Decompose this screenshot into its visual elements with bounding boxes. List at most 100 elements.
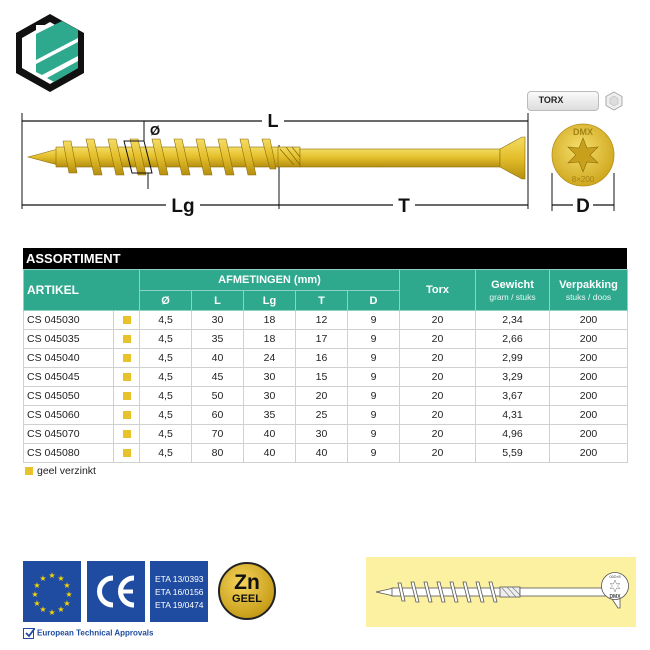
cell-verpakking: 200 [549, 405, 628, 425]
table-row: CS 045035 4,5 35 18 17 9 20 2,66 200 [23, 329, 628, 349]
cell-T: 20 [295, 386, 348, 406]
checkbox-icon [23, 628, 35, 639]
cell-D: 9 [347, 386, 400, 406]
cell-artikel: CS 045040 [23, 348, 114, 368]
color-swatch-icon [25, 467, 33, 475]
table-row: CS 045040 4,5 40 24 16 9 20 2,99 200 [23, 348, 628, 368]
cell-L: 45 [191, 367, 244, 387]
cell-T: 25 [295, 405, 348, 425]
cell-finish [113, 405, 140, 425]
cell-Lg: 18 [243, 329, 296, 349]
cell-T: 40 [295, 443, 348, 463]
assortment-table: ASSORTIMENT ARTIKEL AFMETINGEN (mm) Torx… [23, 248, 628, 463]
cell-verpakking: 200 [549, 367, 628, 387]
cell-D: 9 [347, 348, 400, 368]
cell-gewicht: 3,67 [475, 386, 550, 406]
table-row: CS 045080 4,5 80 40 40 9 20 5,59 200 [23, 443, 628, 463]
cell-artikel: CS 045035 [23, 329, 114, 349]
svg-text:★: ★ [48, 608, 55, 617]
svg-text:★: ★ [48, 571, 55, 580]
cell-diameter: 4,5 [139, 386, 192, 406]
cell-Lg: 24 [243, 348, 296, 368]
eta-approvals-label: European Technical Approvals [23, 628, 153, 639]
header-L: L [191, 290, 244, 311]
cell-diameter: 4,5 [139, 405, 192, 425]
ce-mark-badge [87, 561, 145, 622]
torx-bit-illustration: TORX [527, 91, 625, 111]
thumb-size-marking: 8×200 [609, 575, 621, 580]
header-gewicht-unit: gram / stuks [489, 291, 536, 302]
cell-verpakking: 200 [549, 348, 628, 368]
cell-L: 70 [191, 424, 244, 444]
cell-L: 60 [191, 405, 244, 425]
cell-L: 35 [191, 329, 244, 349]
color-swatch-icon [122, 316, 131, 325]
cell-diameter: 4,5 [139, 367, 192, 387]
company-logo [16, 14, 84, 92]
cell-artikel: CS 045070 [23, 424, 114, 444]
screw-thumbnail-panel: DMX 8×200 [366, 557, 636, 627]
legend-label: geel verzinkt [37, 465, 96, 477]
cell-diameter: 4,5 [139, 329, 192, 349]
cell-T: 12 [295, 310, 348, 330]
svg-text:★: ★ [63, 581, 70, 590]
cell-torx: 20 [399, 348, 476, 368]
cell-artikel: CS 045080 [23, 443, 114, 463]
svg-text:★: ★ [39, 574, 46, 583]
cell-torx: 20 [399, 443, 476, 463]
eta-approvals-text: European Technical Approvals [37, 628, 154, 638]
cell-T: 17 [295, 329, 348, 349]
torx-bit-label: TORX [538, 95, 564, 105]
cell-L: 30 [191, 310, 244, 330]
cell-Lg: 30 [243, 367, 296, 387]
screw-head-marking-icon: DMX 8×200 [601, 572, 629, 600]
cell-gewicht: 2,34 [475, 310, 550, 330]
dimension-label-diameter: Ø [150, 123, 160, 138]
torx-bit-body [527, 91, 599, 111]
zinc-badge-sub: GEEL [232, 593, 262, 605]
cell-artikel: CS 045030 [23, 310, 114, 330]
cell-diameter: 4,5 [139, 310, 192, 330]
dimension-label-D: D [576, 196, 590, 217]
cell-D: 9 [347, 443, 400, 463]
header-D: D [347, 290, 400, 311]
thumb-brand-marking: DMX [609, 594, 621, 600]
cell-torx: 20 [399, 329, 476, 349]
header-diameter: Ø [139, 290, 192, 311]
cell-gewicht: 4,96 [475, 424, 550, 444]
cell-finish [113, 443, 140, 463]
cell-T: 16 [295, 348, 348, 368]
screw-outline-icon [375, 575, 621, 609]
dimension-label-Lg: Lg [171, 196, 194, 217]
cell-artikel: CS 045045 [23, 367, 114, 387]
hex-icon [605, 91, 623, 111]
cell-verpakking: 200 [549, 329, 628, 349]
color-swatch-icon [122, 392, 131, 401]
color-swatch-icon [122, 430, 131, 439]
cell-verpakking: 200 [549, 424, 628, 444]
zinc-badge-main: Zn [234, 571, 260, 594]
zinc-yellow-badge: Zn GEEL [218, 562, 276, 620]
cell-D: 9 [347, 310, 400, 330]
svg-text:★: ★ [57, 574, 64, 583]
table-row: CS 045030 4,5 30 18 12 9 20 2,34 200 [23, 310, 628, 330]
cell-Lg: 18 [243, 310, 296, 330]
cell-Lg: 40 [243, 424, 296, 444]
svg-text:★: ★ [57, 605, 64, 614]
color-swatch-icon [122, 373, 131, 382]
cell-D: 9 [347, 405, 400, 425]
color-swatch-icon [122, 335, 131, 344]
header-verpakking-unit: stuks / doos [565, 291, 612, 302]
cell-torx: 20 [399, 367, 476, 387]
cell-torx: 20 [399, 386, 476, 406]
ce-mark-icon [97, 575, 135, 608]
screw-technical-drawing: L Lg T Ø DMX 8×200 D [21, 111, 615, 217]
cell-diameter: 4,5 [139, 424, 192, 444]
cell-gewicht: 4,31 [475, 405, 550, 425]
cell-T: 30 [295, 424, 348, 444]
table-row: CS 045050 4,5 50 30 20 9 20 3,67 200 [23, 386, 628, 406]
cell-verpakking: 200 [549, 386, 628, 406]
cell-Lg: 40 [243, 443, 296, 463]
cell-diameter: 4,5 [139, 443, 192, 463]
eta-numbers-badge: ETA 13/0393 ETA 16/0156 ETA 19/0474 [150, 561, 208, 622]
